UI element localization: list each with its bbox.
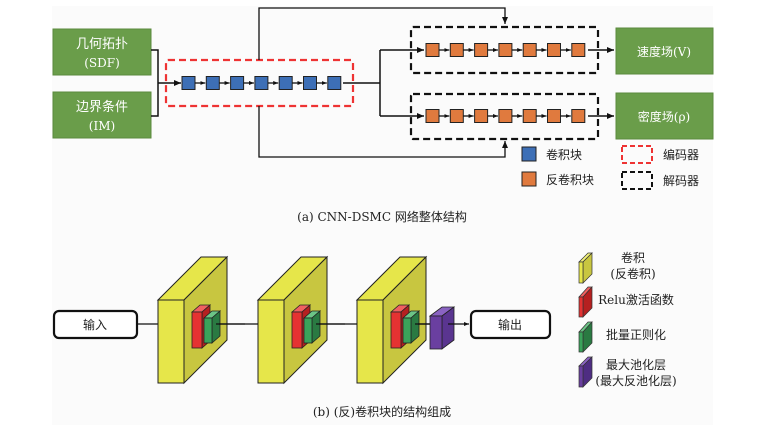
legend-encoder-swatch [621, 145, 653, 164]
batchnorm-layer [203, 317, 213, 344]
legend-part-b: 卷积 (反卷积) Relu激活函数 批量正则化 最大池化层 (最大反池化层) [578, 250, 677, 388]
input-box-sdf: 几何拓扑 (SDF) [52, 28, 152, 76]
part-a-network: 几何拓扑 (SDF) 边界条件 (IM) 速度场( [52, 7, 714, 224]
conv-block [278, 76, 293, 90]
output-box: 输出 [469, 309, 552, 340]
batchnorm-layer [402, 317, 412, 344]
legend-relu-icon [578, 286, 593, 318]
caption-part-b: (b) (反)卷积块的结构组成 [313, 404, 451, 419]
legend-part-a: 卷积块 反卷积块 编码器 解码器 [521, 145, 699, 190]
legend-conv-line1: 卷积 [621, 250, 645, 265]
legend-conv-line2: (反卷积) [610, 266, 655, 281]
conv-block [230, 76, 245, 90]
output-box-velocity: 速度场(V) [615, 27, 714, 75]
legend-pooling-line2: (最大反池化层) [595, 374, 676, 388]
input-im-subtitle: (IM) [89, 119, 115, 133]
conv-block [205, 76, 220, 90]
conv-unit-1 [156, 255, 245, 385]
conv-layer-front [257, 299, 285, 384]
part-b-block-structure: 输入 输出 卷积 (反卷积) [52, 250, 677, 419]
deconv-block [425, 109, 440, 123]
deconv-block [498, 43, 513, 57]
decoder-density-blocks [425, 109, 586, 123]
legend-pooling-icon [578, 356, 593, 388]
pooling-block [428, 306, 456, 350]
conv-block [327, 76, 342, 90]
legend-relu-label: Relu激活函数 [598, 292, 674, 307]
legend-decoder-label: 解码器 [663, 174, 699, 188]
conv-block [254, 76, 269, 90]
deconv-block [425, 43, 440, 57]
relu-layer [291, 311, 303, 349]
deconv-block [571, 109, 586, 123]
skip-connection-top [258, 7, 508, 60]
deconv-block [522, 109, 537, 123]
decoder-density-dashed-box [409, 92, 600, 141]
deconv-block [449, 43, 464, 57]
legend-conv-label: 卷积块 [546, 147, 582, 162]
conv-unit-2 [256, 255, 345, 385]
deconv-block [474, 109, 489, 123]
legend-encoder-label: 编码器 [663, 147, 699, 162]
legend-batchnorm-label: 批量正则化 [606, 327, 666, 342]
legend-conv-swatch [521, 146, 537, 162]
deconv-block [547, 109, 561, 123]
legend-deconv-swatch [521, 171, 537, 187]
decoder-velocity-blocks [425, 43, 586, 57]
legend-pooling-line1: 最大池化层 [606, 358, 666, 372]
encoder-conv-blocks [181, 76, 342, 90]
input-box: 输入 [52, 309, 139, 340]
output-box-density: 密度场(ρ) [615, 92, 714, 140]
deconv-block [474, 43, 489, 57]
deconv-block [522, 43, 537, 57]
conv-layer-front [157, 299, 185, 384]
caption-part-a: (a) CNN-DSMC 网络整体结构 [297, 209, 467, 224]
deconv-block [571, 43, 586, 57]
relu-layer [191, 311, 203, 349]
deconv-block [449, 109, 464, 123]
batchnorm-layer [303, 317, 313, 344]
legend-decoder-swatch [621, 171, 653, 190]
input-im-title: 边界条件 [76, 99, 128, 115]
deconv-block [498, 109, 513, 123]
input-label: 输入 [83, 317, 107, 332]
input-sdf-title: 几何拓扑 [76, 36, 128, 52]
skip-connection-bottom [258, 106, 508, 158]
legend-batchnorm-icon [578, 321, 593, 353]
conv-units [156, 255, 444, 385]
legend-deconv-label: 反卷积块 [546, 172, 594, 187]
decoder-velocity-dashed-box [409, 25, 600, 75]
conv-unit-3 [355, 255, 444, 385]
relu-layer [390, 311, 402, 349]
output-label: 输出 [498, 317, 522, 332]
input-box-im: 边界条件 (IM) [52, 91, 152, 139]
output-velocity-label: 速度场(V) [637, 44, 691, 59]
input-merge-bracket [151, 49, 159, 117]
legend-conv-icon [578, 252, 593, 284]
conv-block [303, 76, 317, 90]
deconv-block [547, 43, 561, 57]
conv-block [181, 76, 196, 90]
conv-layer-front [356, 299, 384, 384]
input-sdf-subtitle: (SDF) [84, 56, 120, 70]
output-density-label: 密度场(ρ) [638, 109, 690, 124]
